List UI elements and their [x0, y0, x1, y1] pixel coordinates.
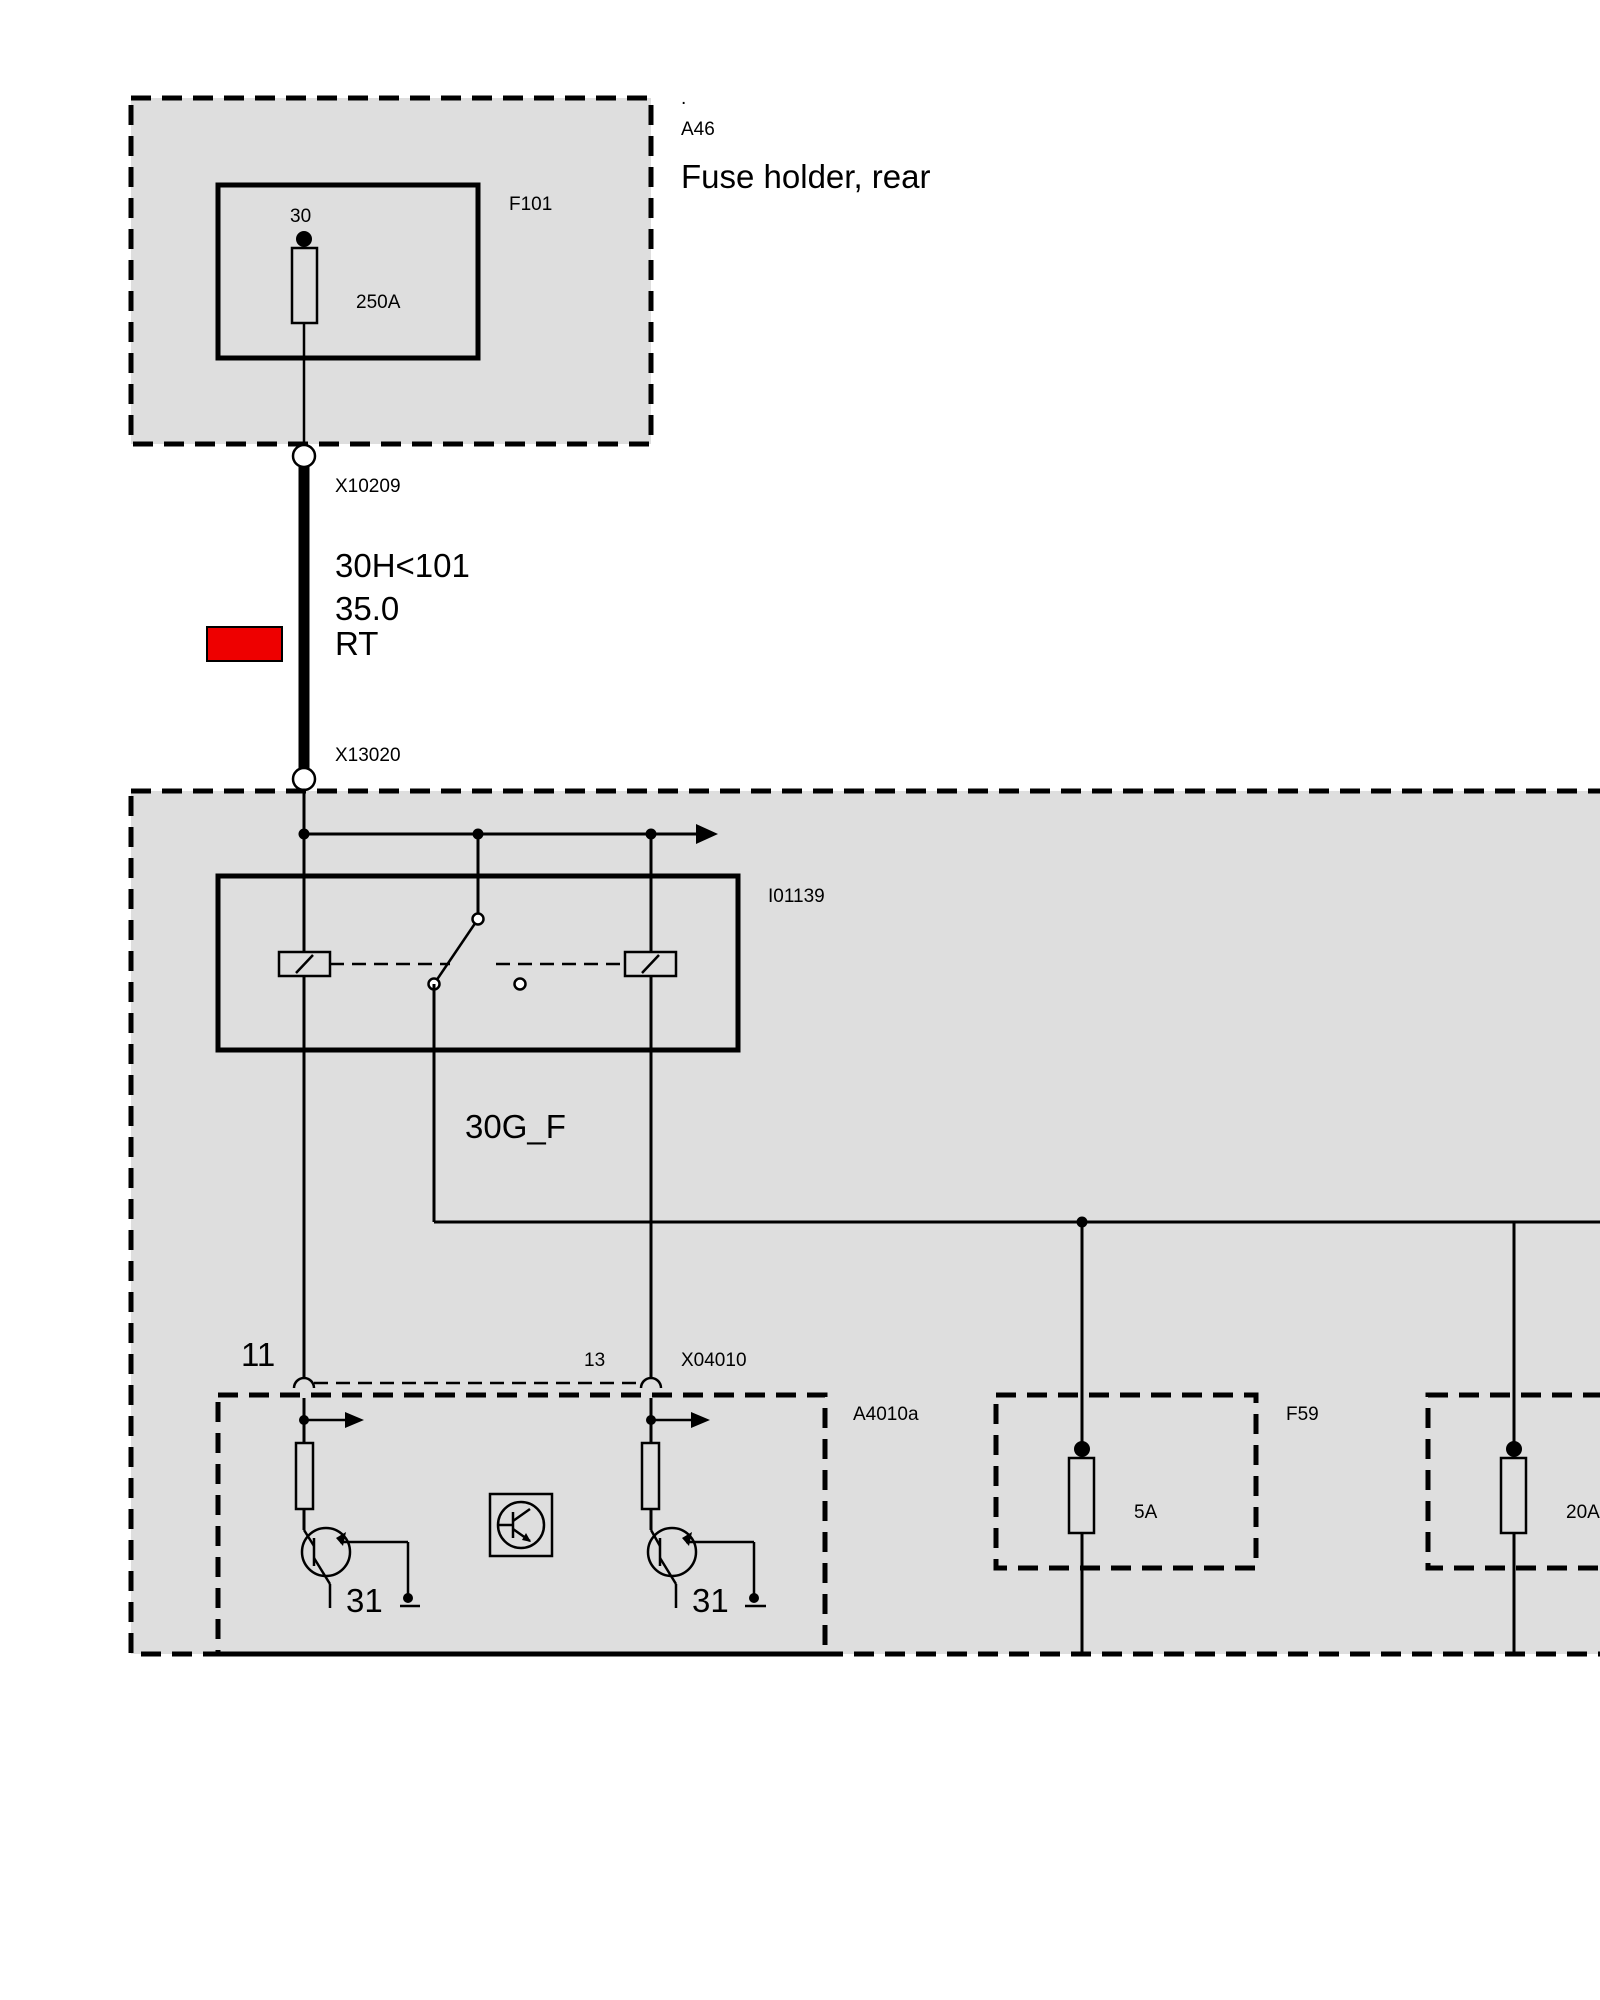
relay-switch-common: [471, 912, 485, 926]
connector-x04010-label: X04010: [681, 1350, 747, 1371]
fuse-f101-id: F101: [509, 194, 552, 215]
relay-switch-open-contact: [513, 977, 527, 991]
fuse-holder-boundary: [128, 95, 654, 447]
pin-13-socket: [639, 1376, 663, 1389]
cable-circuit-label: 30H<101: [335, 547, 470, 584]
connector-x10209-pin: [291, 443, 317, 469]
cable-color-swatch: [206, 626, 283, 662]
terminal-30-label: 30: [290, 206, 311, 227]
relay-coil-right-slash: [641, 954, 660, 974]
cable-color-code: RT: [335, 625, 378, 662]
connector-x13020-pin: [291, 766, 317, 792]
semiconductor-device-icon: [488, 1492, 554, 1558]
ground-left-label: 31: [346, 1582, 383, 1619]
channel-right-collector: [649, 1529, 662, 1547]
fuse-f59-rating: 5A: [1134, 1502, 1158, 1523]
pin-11-socket: [292, 1376, 316, 1389]
fuse-20a-rating: 20A: [1566, 1502, 1600, 1523]
fuse-f101-rating: 250A: [356, 292, 401, 313]
ground-right-label: 31: [692, 1582, 729, 1619]
channel-right-ground-dot: [749, 1593, 759, 1603]
fuse-20a-symbol: [1499, 1456, 1528, 1535]
fuse-f101-symbol: [290, 246, 319, 325]
fuse-f59-symbol: [1067, 1456, 1096, 1535]
channel-left-collector: [302, 1529, 316, 1547]
fuse-f59-id: F59: [1286, 1404, 1319, 1425]
module-channel-right: 31: [640, 1398, 766, 1619]
fuse-20a-boundary: [1425, 1392, 1600, 1571]
header-dot: .: [681, 88, 686, 109]
module-channel-left: 31: [294, 1398, 420, 1619]
channel-right-tap-arrow: [691, 1412, 710, 1428]
component-name: Fuse holder, rear: [681, 158, 930, 195]
channel-right-resistor: [640, 1441, 661, 1511]
fuse-f59-terminal: [1074, 1441, 1090, 1457]
module-a4010a-label: A4010a: [853, 1404, 919, 1425]
pin-13-label: 13: [584, 1350, 605, 1371]
channel-left-ground-dot: [403, 1593, 413, 1603]
feed-bus-arrow: [696, 824, 718, 844]
cable-cross-section: 35.0: [335, 590, 399, 627]
fuse-f101-box: [215, 182, 481, 361]
channel-left-tap-arrow: [345, 1412, 364, 1428]
channel-left-resistor: [294, 1441, 315, 1511]
channel-right-emitter: [658, 1557, 678, 1585]
channel-left-emitter: [312, 1557, 332, 1585]
terminal-30-dot: [296, 231, 312, 247]
component-id: A46: [681, 119, 715, 140]
fuse-f59-boundary: [993, 1392, 1259, 1571]
fuse-20a-group: 20A: [1425, 1222, 1600, 1654]
channel-right-emitter-arrow: [682, 1532, 692, 1546]
connector-x13020-label: X13020: [335, 745, 401, 766]
relay-box: [215, 873, 741, 1053]
fuse-holder-zone: 30 250A F101: [128, 95, 654, 456]
relay-id-label: I01139: [768, 886, 825, 907]
pin-11-label: 11: [241, 1336, 275, 1373]
fuse-f59-group: 5A F59: [993, 1222, 1319, 1654]
channel-left-emitter-arrow: [336, 1532, 346, 1546]
connector-x10209-label: X10209: [335, 476, 401, 497]
relay-coil-left-slash: [295, 954, 314, 974]
output-circuit-label: 30G_F: [465, 1108, 566, 1145]
fuse-20a-terminal: [1506, 1441, 1522, 1457]
relay-switch-blade: [432, 918, 480, 985]
